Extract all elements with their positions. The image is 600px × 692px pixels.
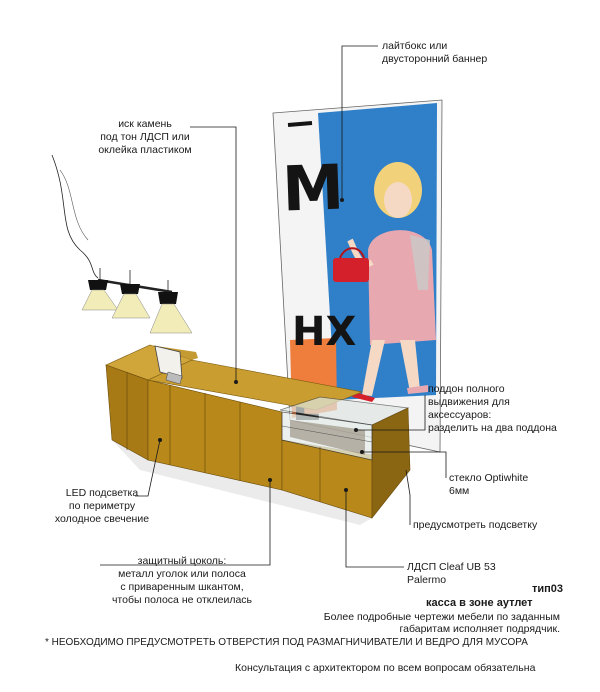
label-plinth: защитный цоколь: металл уголок или полос…: [92, 555, 272, 607]
label-line: двусторонний баннер: [382, 53, 488, 65]
label-line: иск камень: [118, 118, 172, 130]
type-code: тип03: [532, 583, 564, 595]
label-line: чтобы полоса не отклеилась: [111, 594, 253, 606]
label-tray: поддон полного выдвижения для аксессуаро…: [428, 383, 557, 435]
model-figure: [333, 162, 436, 402]
label-backlight: предусмотреть подсветку: [413, 519, 538, 531]
note-holes: * НЕОБХОДИМО ПРЕДУСМОТРЕТЬ ОТВЕРСТИЯ ПОД…: [45, 637, 528, 648]
note-line: габаритам исполняет подрядчик.: [399, 623, 560, 635]
banner-letter: НХ: [292, 309, 356, 355]
label-line: лайтбокс или: [382, 40, 448, 52]
label-glass: стекло Optiwhite 6мм: [449, 472, 528, 498]
label-line: стекло Optiwhite: [449, 472, 529, 484]
label-line: холодное свечение: [54, 513, 150, 525]
label-line: с приваренным шкантом,: [120, 581, 244, 593]
label-line: 6мм: [449, 485, 470, 497]
banner-letter: М: [281, 150, 345, 225]
label-line: LED подсветка: [65, 487, 139, 499]
pendant-lamp: [51, 154, 193, 334]
lightbox-banner: М НХ Е: [272, 99, 443, 453]
label-line: металл уголок или полоса: [118, 568, 246, 580]
label-line: под тон ЛДСП или: [100, 131, 190, 143]
label-line: защитный цоколь:: [137, 555, 227, 567]
label-line: Palermo: [407, 574, 447, 586]
label-line: по периметру: [68, 500, 136, 512]
label-line: поддон полного: [428, 383, 505, 395]
note-consultation: Консультация с архитектором по всем вопр…: [235, 662, 536, 674]
leader-lines: [100, 45, 447, 568]
note-drawings: Более подробные чертежи мебели по заданн…: [260, 611, 560, 635]
label-stone: иск камень под тон ЛДСП или оклейка плас…: [80, 118, 210, 157]
label-ldsp: ЛДСП Cleaf UB 53 Palermo: [407, 561, 496, 587]
checkout-counter: [105, 344, 411, 525]
label-led: LED подсветка по периметру холодное свеч…: [42, 487, 162, 526]
label-line: выдвижения для: [428, 396, 510, 408]
note-line: Более подробные чертежи мебели по заданн…: [323, 611, 560, 623]
label-line: оклейка пластиком: [98, 144, 192, 156]
label-line: аксессуаров:: [428, 409, 492, 421]
type-name: касса в зоне аутлет: [426, 597, 533, 609]
leader-dots: [158, 198, 364, 492]
label-line: ЛДСП Cleaf UB 53: [407, 561, 496, 573]
label-lightbox: лайтбокс или двусторонний баннер: [382, 40, 487, 66]
label-line: разделить на два поддона: [428, 422, 557, 434]
